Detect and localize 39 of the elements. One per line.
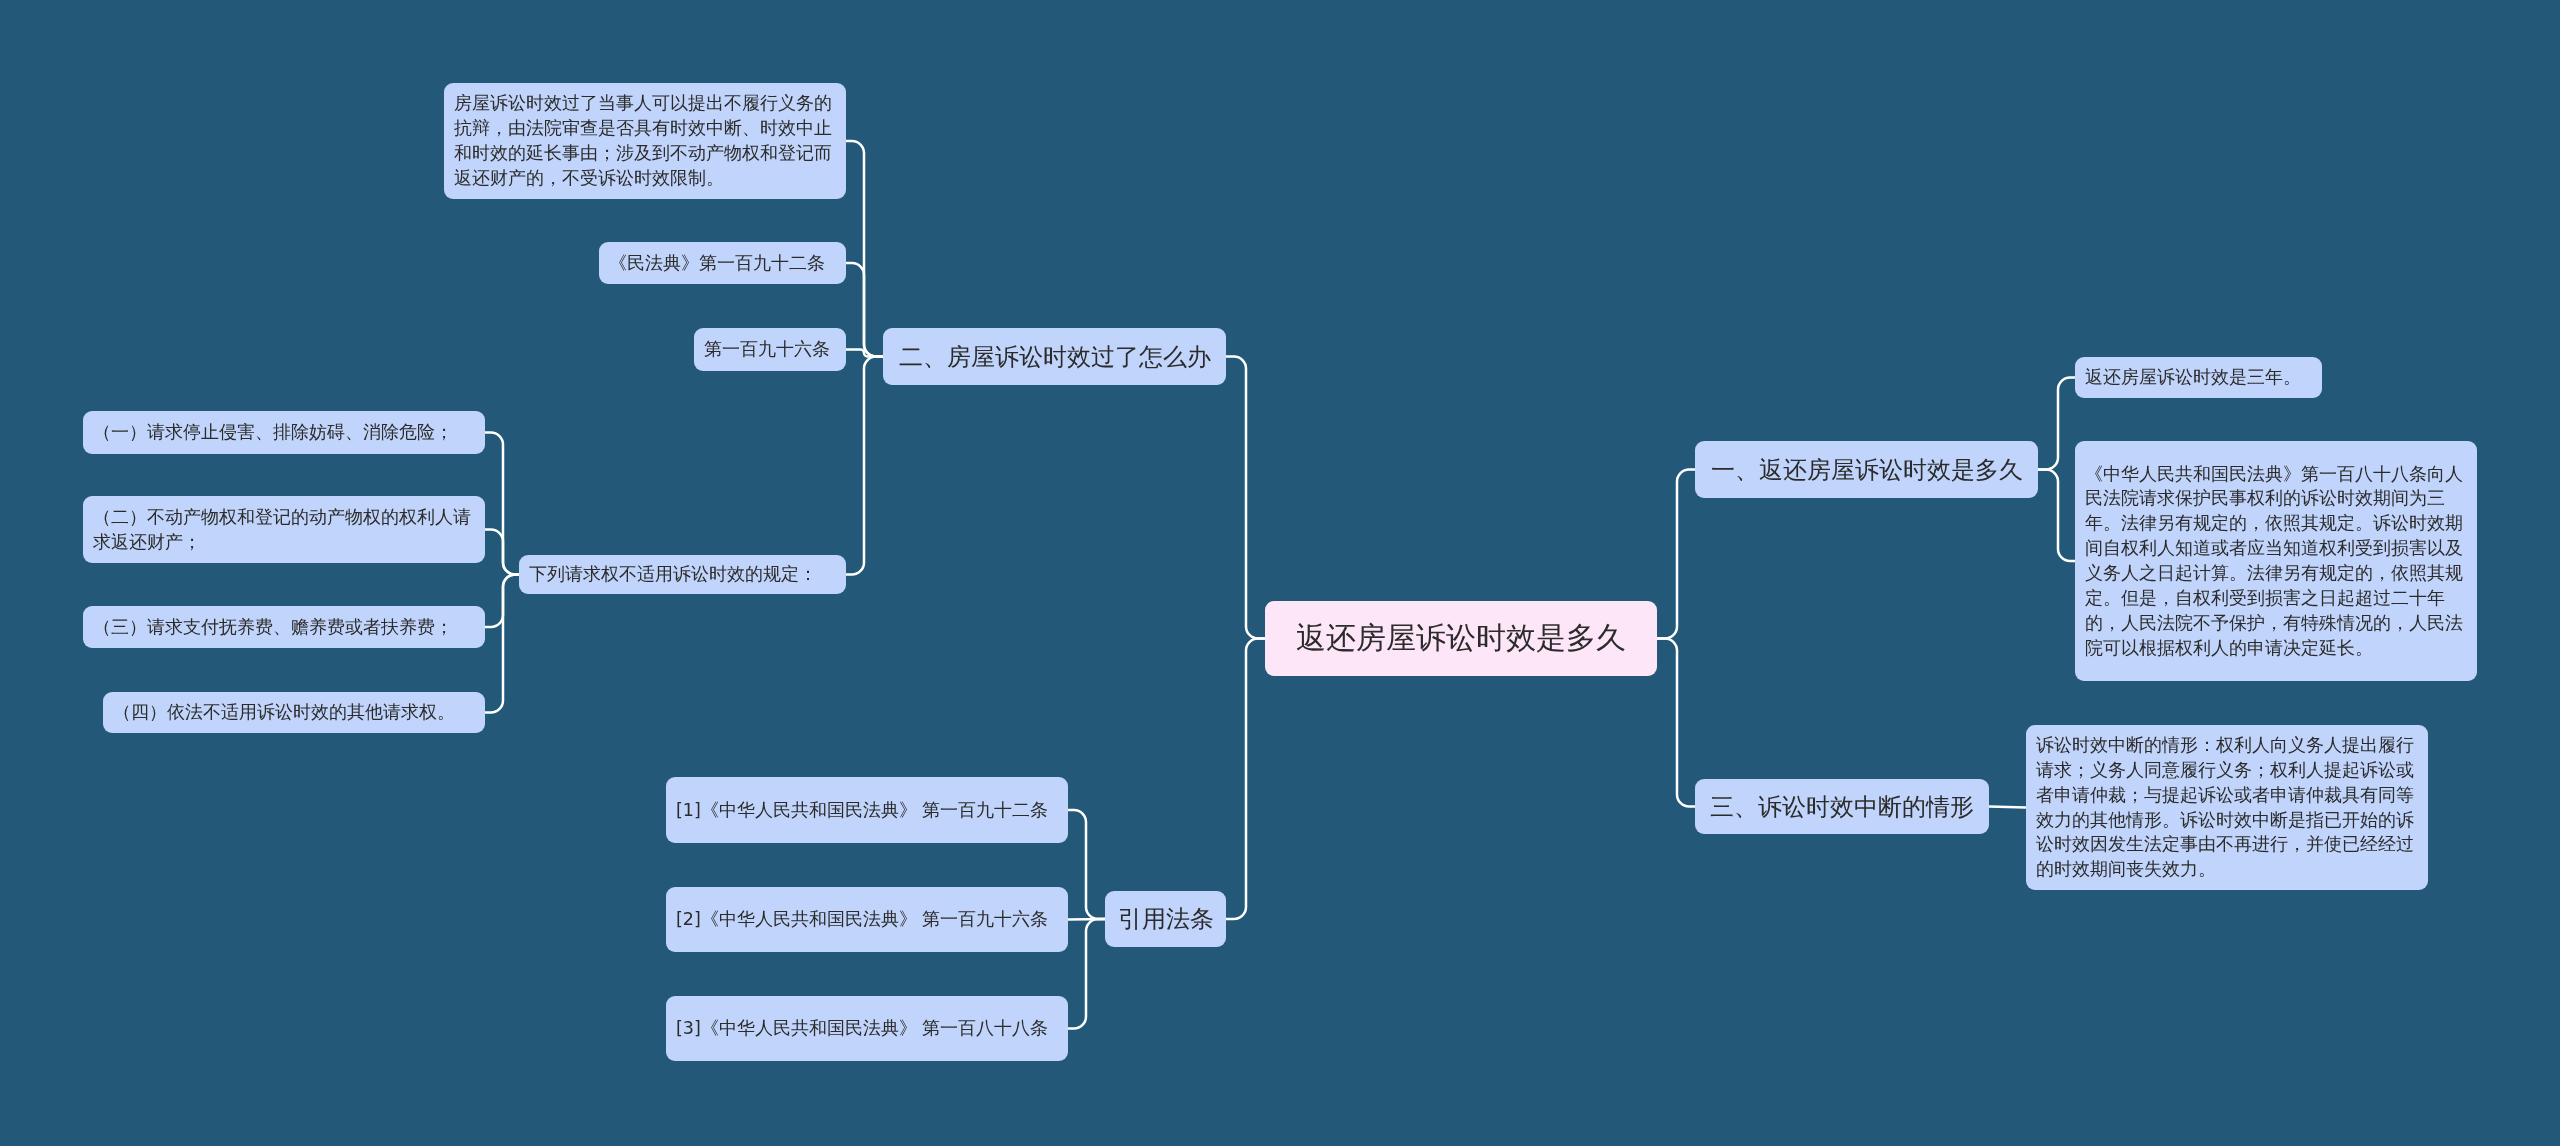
topic-text: （一）请求停止侵害、排除妨碍、消除危险； [93,421,453,445]
branch-topic [1695,441,2038,498]
central-topic [1265,601,1657,676]
topic-text: [1]《中华人民共和国民法典》 第一百九十二条 [676,798,1049,822]
leaf-topic [2075,357,2322,398]
topic-text: 返还房屋诉讼时效是多久 [1296,619,1626,657]
topic-text: 一、返还房屋诉讼时效是多久 [1710,454,2023,486]
branch-topic [1695,779,1989,834]
topic-text: [2]《中华人民共和国民法典》 第一百九十六条 [676,908,1049,932]
branch-topic [1105,891,1226,947]
leaf-topic [83,606,485,648]
leaf-topic [103,692,485,733]
topic-text: 第一百九十六条 [704,338,830,362]
topic-text: （三）请求支付抚养费、赡养费或者扶养费； [93,615,453,639]
leaf-topic [2075,441,2477,681]
topic-text: 三、诉讼时效中断的情形 [1710,791,1974,823]
topic-text: 《中华人民共和国民法典》第一百八十八条向人民法院请求保护民事权利的诉讼时效期间为三年。法律另有规定的，依照其规定。诉讼时效期间自权利人知道或者应当知道权利受到损害以及义务人之日起计算。法律另有规定的，依照其规定。但是，自权利受到损害之日起超过二十年的，人民法院不予保护，有特殊情况的，人民法院可以根据权利人的申请决定延长。 [2085,462,2464,660]
topic-text: 引用法条 [1117,904,1214,935]
leaf-topic [444,83,846,199]
topic-text: [3]《中华人民共和国民法典》 第一百八十八条 [676,1017,1049,1041]
topic-text: 诉讼时效中断的情形：权利人向义务人提出履行请求；义务人同意履行义务；权利人提起诉讼或者申请仲裁；与提起诉讼或者申请仲裁具有同等效力的其他情形。诉讼时效中断是指已开始的诉讼时效因发生法定事由不再进行，并使已经经过的时效期间丧失效力。 [2036,733,2415,882]
leaf-topic [666,777,1068,843]
connector-line [1988,805,2027,809]
leaf-topic [83,496,485,563]
topic-text: 房屋诉讼时效过了当事人可以提出不履行义务的抗辩，由法院审查是否具有时效中断、时效中止和时效的延长事由；涉及到不动产物权和登记而返还财产的，不受诉讼时效限制。 [454,92,833,190]
leaf-topic [519,555,846,594]
topic-text: （四）依法不适用诉讼时效的其他请求权。 [113,701,455,725]
leaf-topic [694,328,846,371]
topic-text: 《民法典》第一百九十二条 [609,251,825,275]
leaf-topic [666,996,1068,1061]
connector-line [1226,637,1265,921]
leaf-topic [83,411,485,454]
leaf-topic [666,887,1068,952]
topic-text: 下列请求权不适用诉讼时效的规定： [529,563,817,587]
topic-text: 二、房屋诉讼时效过了怎么办 [898,341,1211,373]
topic-text: 返还房屋诉讼时效是三年。 [2085,366,2301,390]
topic-text: （二）不动产物权和登记的动产物权的权利人请求返还财产； [93,505,472,554]
leaf-topic [599,242,846,284]
branch-topic [883,328,1226,385]
